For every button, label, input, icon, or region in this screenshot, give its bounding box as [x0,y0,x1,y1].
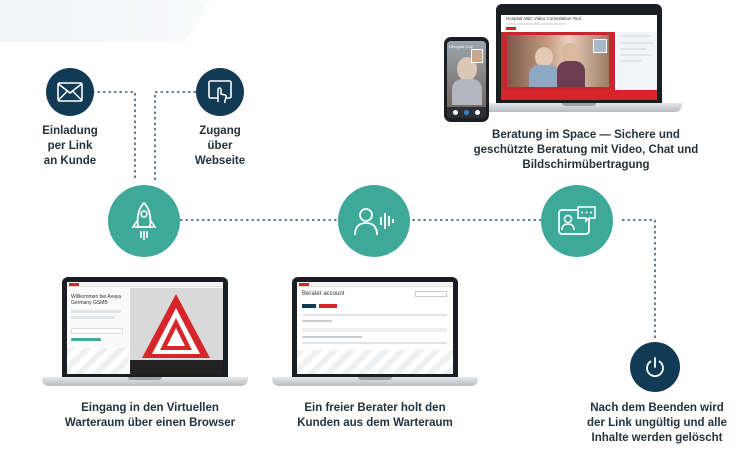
advisor-title-text: Berater account [302,291,345,297]
advisor-circle [338,185,410,257]
power-icon [646,357,664,378]
envelope-icon [57,82,83,102]
space-title-text: Hospital ABC Video Consultation Tool [506,16,581,21]
access-circle [196,68,244,116]
end-circle [630,342,680,392]
phone-screen: Lifecycle Call [447,41,486,118]
advisor-label: Ein freier Berater holt den Kunden aus d… [297,402,453,429]
voice-person-icon [354,208,394,236]
space-circle [541,185,613,257]
chat-card-icon [558,206,596,235]
connector-space-end [622,219,656,340]
invite-label: Einladung per Link an Kunde [42,125,98,167]
avaya-logo-video [130,288,223,360]
rocket-icon [131,201,157,240]
touch-screen-icon [208,80,232,104]
entry-welcome-text: Willkommen bei Avaya [71,294,122,300]
access-label: Zugang über Webseite [194,125,246,167]
invite-circle [46,68,94,116]
entry-laptop-screen: Willkommen bei Avaya Germany GSMB [67,282,223,374]
decorative-banner [0,0,210,42]
connector-access [154,91,218,180]
space-laptop-screen: Hospital ABC Video Consultation Tool [501,9,657,100]
space-label: Beratung im Space — Sichere und geschütz… [473,129,699,171]
rocket-circle [108,185,180,257]
advisor-laptop-screen: Berater account [297,282,453,374]
phone-tag: Lifecycle Call [449,44,473,49]
entry-label: Eingang in den Virtuellen Warteraum über… [64,402,236,429]
end-label: Nach dem Beenden wird der Link ungültig … [587,402,727,444]
video-call-people [507,35,609,87]
phone: Lifecycle Call [444,37,489,122]
